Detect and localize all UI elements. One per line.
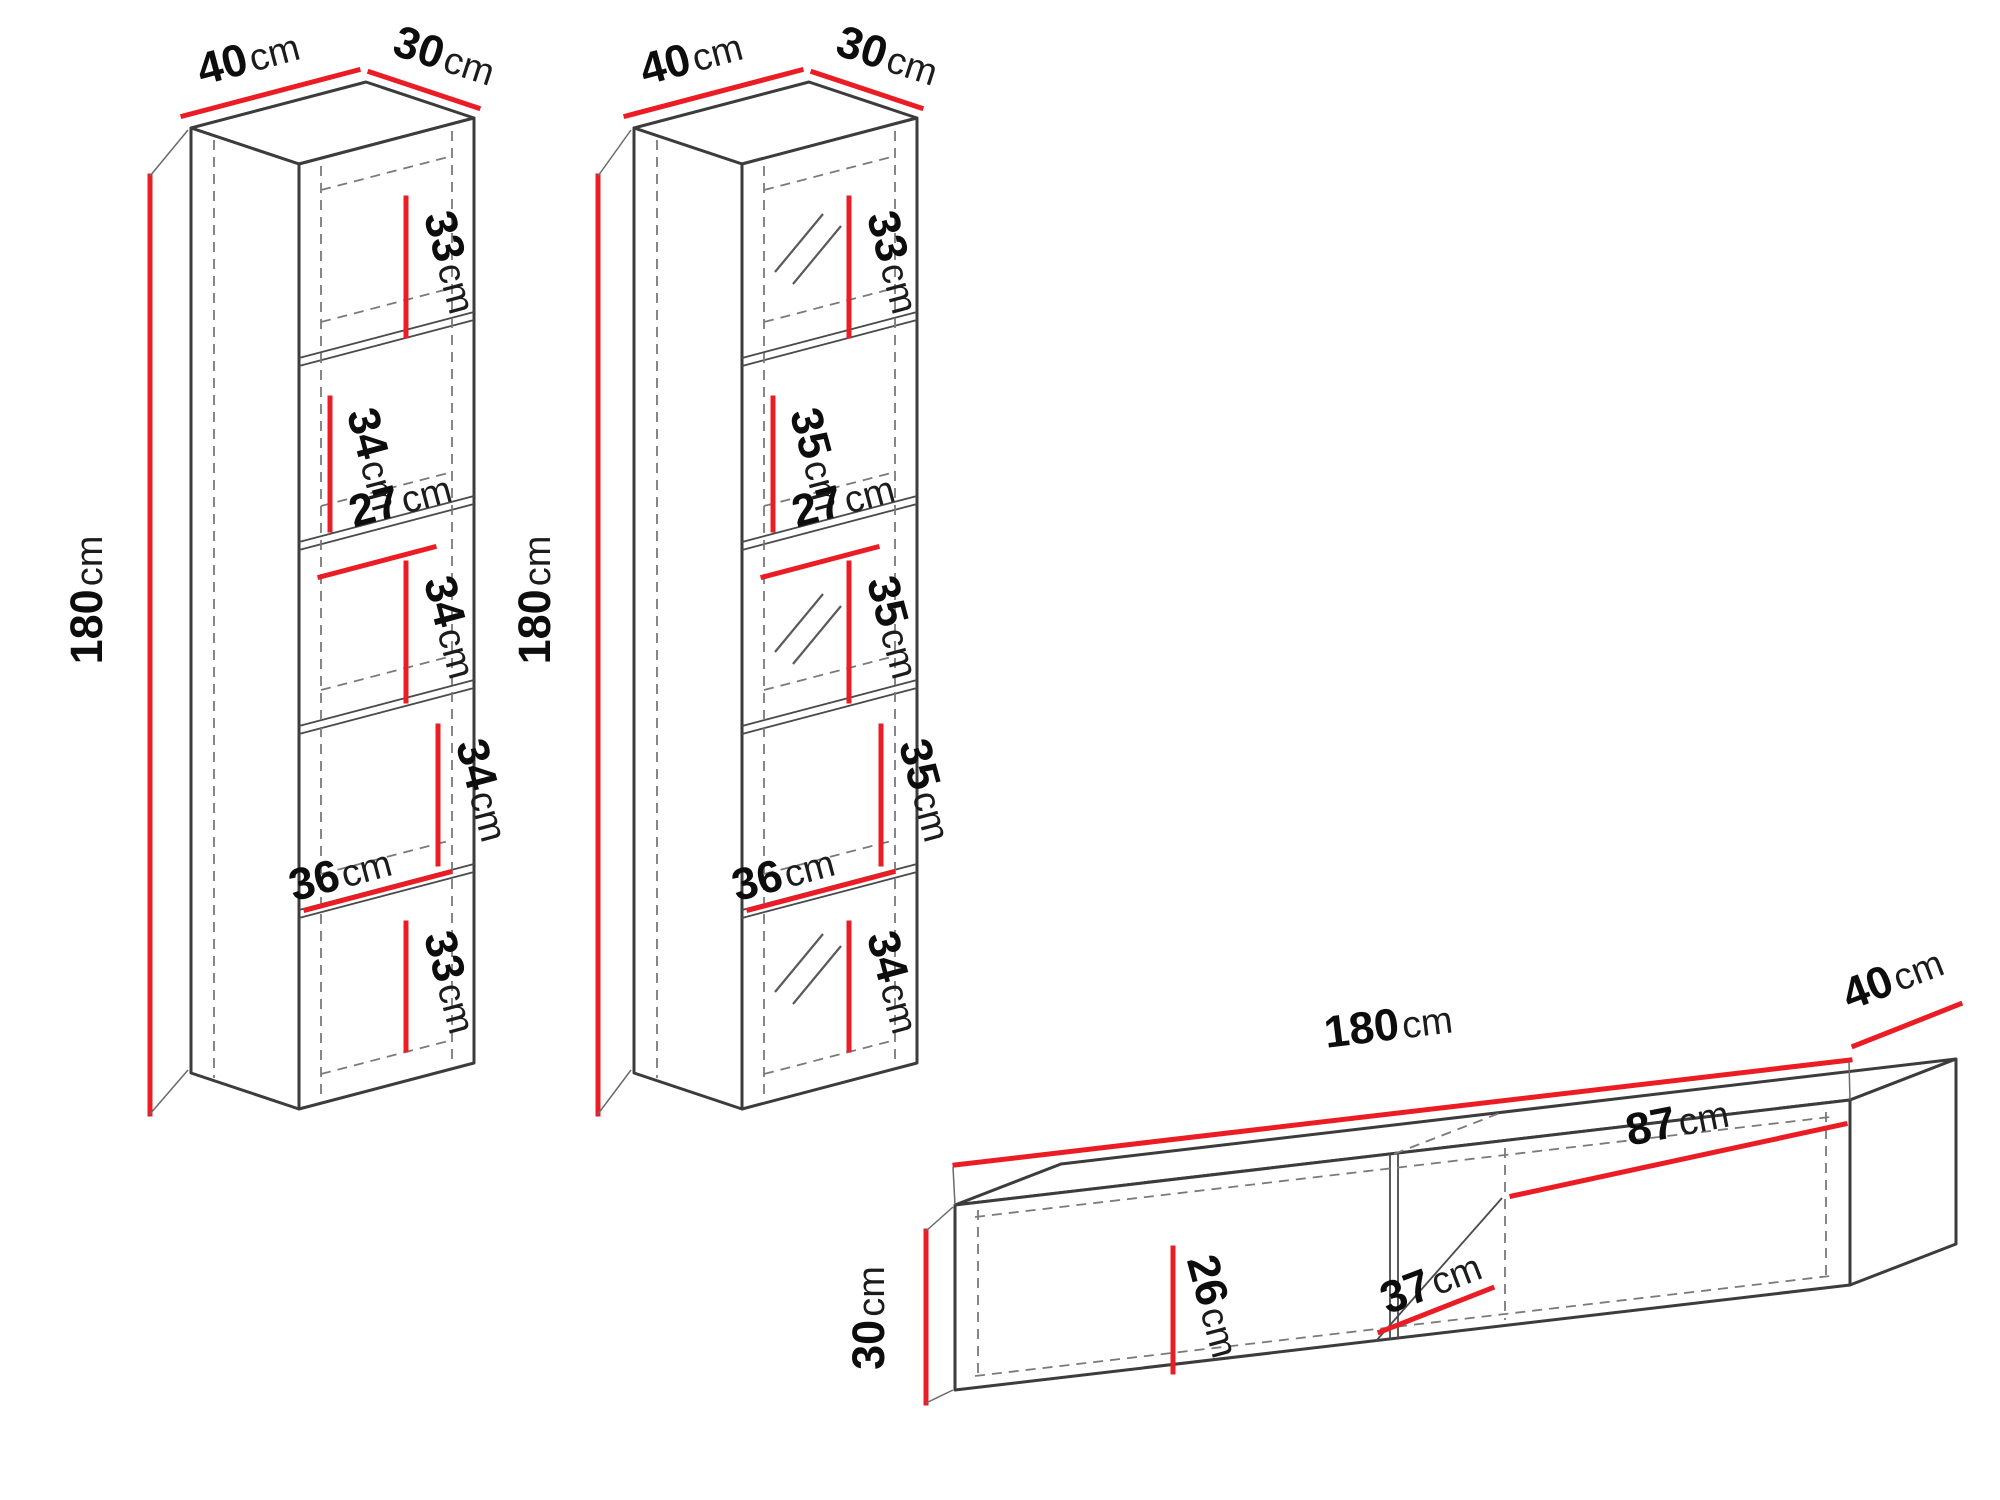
- cabinet-front-face: [297, 116, 476, 1111]
- hidden-edge: [763, 287, 896, 323]
- witness-line: [149, 129, 189, 177]
- glass-mark: [792, 225, 842, 285]
- shelf-line: [298, 687, 475, 735]
- witness-line: [1848, 1061, 1851, 1101]
- cabinet-body: [189, 80, 476, 1111]
- cabinet-side-face: [632, 126, 744, 1111]
- shelf-line: [298, 503, 475, 551]
- witness-line: [925, 1389, 954, 1404]
- hidden-edge: [320, 287, 453, 323]
- witness-line: [952, 1166, 956, 1206]
- cabinet-side-face: [189, 126, 301, 1111]
- witness-line: [597, 129, 632, 177]
- width-dimension-line: [952, 1057, 1853, 1168]
- witness-line: [925, 1206, 954, 1232]
- tall-cabinet-open: 40cm 30cm 180cm 33cm 34cm 27cm 34cm 34cm…: [61, 15, 514, 1117]
- shelf-line: [741, 871, 918, 919]
- height-label: 180cm: [61, 536, 112, 665]
- hidden-edge: [320, 155, 453, 191]
- shelf-depth-dimension-line: [316, 543, 438, 581]
- hidden-edge: [763, 655, 896, 691]
- hidden-edge: [763, 839, 896, 875]
- hidden-edge: [1393, 1112, 1501, 1155]
- inner-width-label: 36cm: [283, 835, 396, 911]
- shelf-line: [298, 311, 475, 359]
- depth-label: 40cm: [1835, 935, 1950, 1020]
- depth-dimension-line: [809, 68, 925, 112]
- shelf-depth-dimension-line: [759, 543, 881, 581]
- width-label: 40cm: [191, 19, 304, 95]
- width-dimension-line: [179, 66, 362, 120]
- shelf-line: [298, 319, 475, 367]
- shelf-line: [741, 319, 918, 367]
- hidden-edge: [974, 1275, 1831, 1377]
- tv-stand: 180cm 40cm 30cm 87cm 26cm 37cm: [843, 935, 1964, 1406]
- shelf-line: [741, 687, 918, 735]
- shelf-line: [741, 311, 918, 359]
- tv-side-face: [1848, 1057, 1958, 1287]
- hidden-edge: [974, 1116, 1831, 1218]
- width-label: 180cm: [1321, 991, 1455, 1057]
- hidden-edge: [763, 155, 896, 191]
- glass-mark: [774, 593, 824, 653]
- niche-width-dimension-line: [1509, 1121, 1848, 1199]
- glass-mark: [792, 945, 842, 1005]
- hidden-edge: [320, 471, 453, 507]
- dimension-lines: [595, 66, 925, 1117]
- inner-width-dimension-line: [745, 868, 897, 914]
- shelf-line: [741, 495, 918, 543]
- cabinet-front-face: [740, 116, 919, 1111]
- hidden-edge: [320, 655, 453, 691]
- width-label: 40cm: [634, 19, 747, 95]
- shelf-line: [298, 495, 475, 543]
- shelf-line: [298, 679, 475, 727]
- glass-mark: [774, 933, 824, 993]
- glass-mark: [774, 213, 824, 273]
- shelf-line: [741, 503, 918, 551]
- hidden-edge: [763, 471, 896, 507]
- dimension-lines: [147, 66, 482, 1117]
- witness-line: [597, 1069, 632, 1115]
- dimension-lines: [923, 1000, 1964, 1406]
- hidden-edge: [763, 1039, 896, 1075]
- niche-width-label: 87cm: [1621, 1086, 1733, 1156]
- inner-width-dimension-line: [302, 868, 454, 914]
- divider-perspective-edge: [1375, 1197, 1503, 1342]
- tall-cabinet-vitrine: 40cm 30cm 180cm 33cm 35cm 27cm 35cm 35cm…: [509, 15, 965, 1117]
- height-label: 30cm: [843, 1266, 894, 1370]
- height-label: 180cm: [509, 536, 560, 665]
- shelf4-label: 35cm: [889, 733, 965, 846]
- hidden-edge: [320, 1039, 453, 1075]
- glass-mark: [792, 605, 842, 665]
- width-dimension-line: [622, 66, 805, 120]
- depth-dimension-line: [366, 68, 482, 112]
- shelf-line: [741, 679, 918, 727]
- inner-depth-dimension-line: [1376, 1284, 1496, 1336]
- cabinet-body: [632, 80, 919, 1111]
- witness-line: [149, 1069, 189, 1115]
- shelf-line: [298, 871, 475, 919]
- depth-dimension-line: [1850, 1000, 1964, 1050]
- hidden-edge: [320, 839, 453, 875]
